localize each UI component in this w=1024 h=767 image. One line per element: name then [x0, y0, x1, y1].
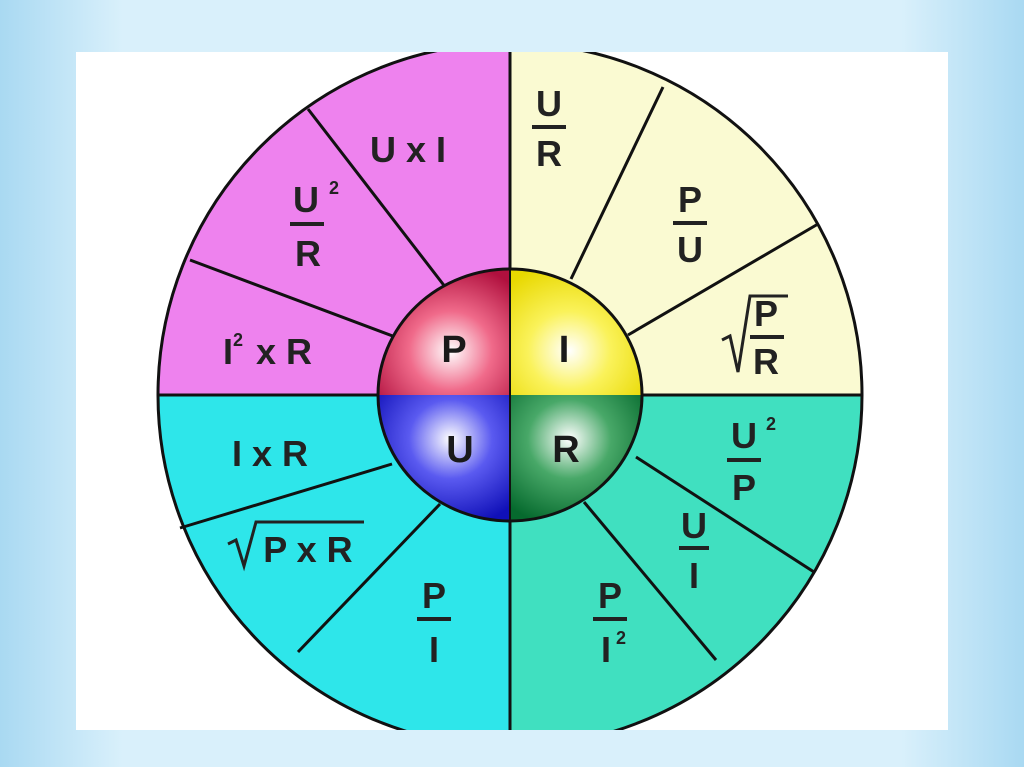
formula-sqrt-p-over-r: P R	[721, 293, 788, 382]
svg-text:2: 2	[616, 628, 626, 648]
svg-text:I: I	[601, 629, 611, 670]
svg-text:R: R	[536, 133, 562, 174]
formula-p-over-u: P U	[673, 179, 707, 270]
center-disc	[376, 267, 644, 523]
svg-text:P: P	[754, 293, 778, 334]
formula-sqrt-p-times-r: P x R	[227, 520, 364, 572]
divider-spoke	[296, 502, 442, 654]
center-label-power: P	[441, 329, 466, 371]
svg-text:P: P	[678, 179, 702, 220]
svg-text:I: I	[223, 331, 233, 372]
divider-spoke	[569, 86, 665, 280]
svg-text:R: R	[295, 233, 321, 274]
divider-spoke	[179, 462, 393, 530]
ohms-law-wheel: P I U R U x I U 2 R I 2 x R U R P U P R …	[156, 52, 864, 730]
formula-u2-over-p: U 2 P	[727, 414, 776, 508]
formula-p-over-i2: P I 2	[593, 575, 627, 670]
svg-text:2: 2	[233, 330, 243, 350]
svg-text:x R: x R	[256, 331, 312, 372]
svg-text:P: P	[732, 467, 756, 508]
center-label-resistance: R	[552, 429, 579, 471]
center-resistance	[510, 395, 642, 521]
svg-text:2: 2	[766, 414, 776, 434]
center-label-voltage: U	[446, 429, 473, 471]
divider-spoke	[306, 108, 448, 289]
svg-text:U: U	[677, 229, 703, 270]
svg-text:I: I	[429, 629, 439, 670]
formula-u-over-r: U R	[532, 83, 566, 174]
svg-text:2: 2	[329, 178, 339, 198]
formula-u-over-i: U I	[679, 505, 709, 596]
formula-u-times-i: U x I	[370, 129, 446, 170]
svg-text:P x R: P x R	[263, 529, 352, 570]
svg-text:U: U	[681, 505, 707, 546]
center-current	[510, 269, 642, 395]
divider-spoke	[627, 222, 819, 337]
center-power	[378, 269, 510, 395]
divider-spoke	[189, 258, 407, 343]
divider-spoke	[582, 501, 718, 661]
svg-text:I: I	[689, 555, 699, 596]
center-label-current: I	[559, 329, 570, 371]
divider-spoke	[635, 455, 815, 574]
svg-text:R: R	[753, 341, 779, 382]
formula-p-over-i: P I	[417, 575, 451, 670]
svg-text:P: P	[422, 575, 446, 616]
center-voltage	[378, 395, 510, 521]
formula-i2-times-r: I 2 x R	[223, 330, 312, 372]
formula-i-times-r: I x R	[232, 433, 308, 474]
formula-u2-over-r: U 2 R	[290, 178, 339, 274]
svg-text:U: U	[731, 415, 757, 456]
diagram-card: P I U R U x I U 2 R I 2 x R U R P U P R …	[76, 52, 948, 730]
svg-text:U: U	[293, 179, 319, 220]
svg-text:P: P	[598, 575, 622, 616]
svg-text:U: U	[536, 83, 562, 124]
